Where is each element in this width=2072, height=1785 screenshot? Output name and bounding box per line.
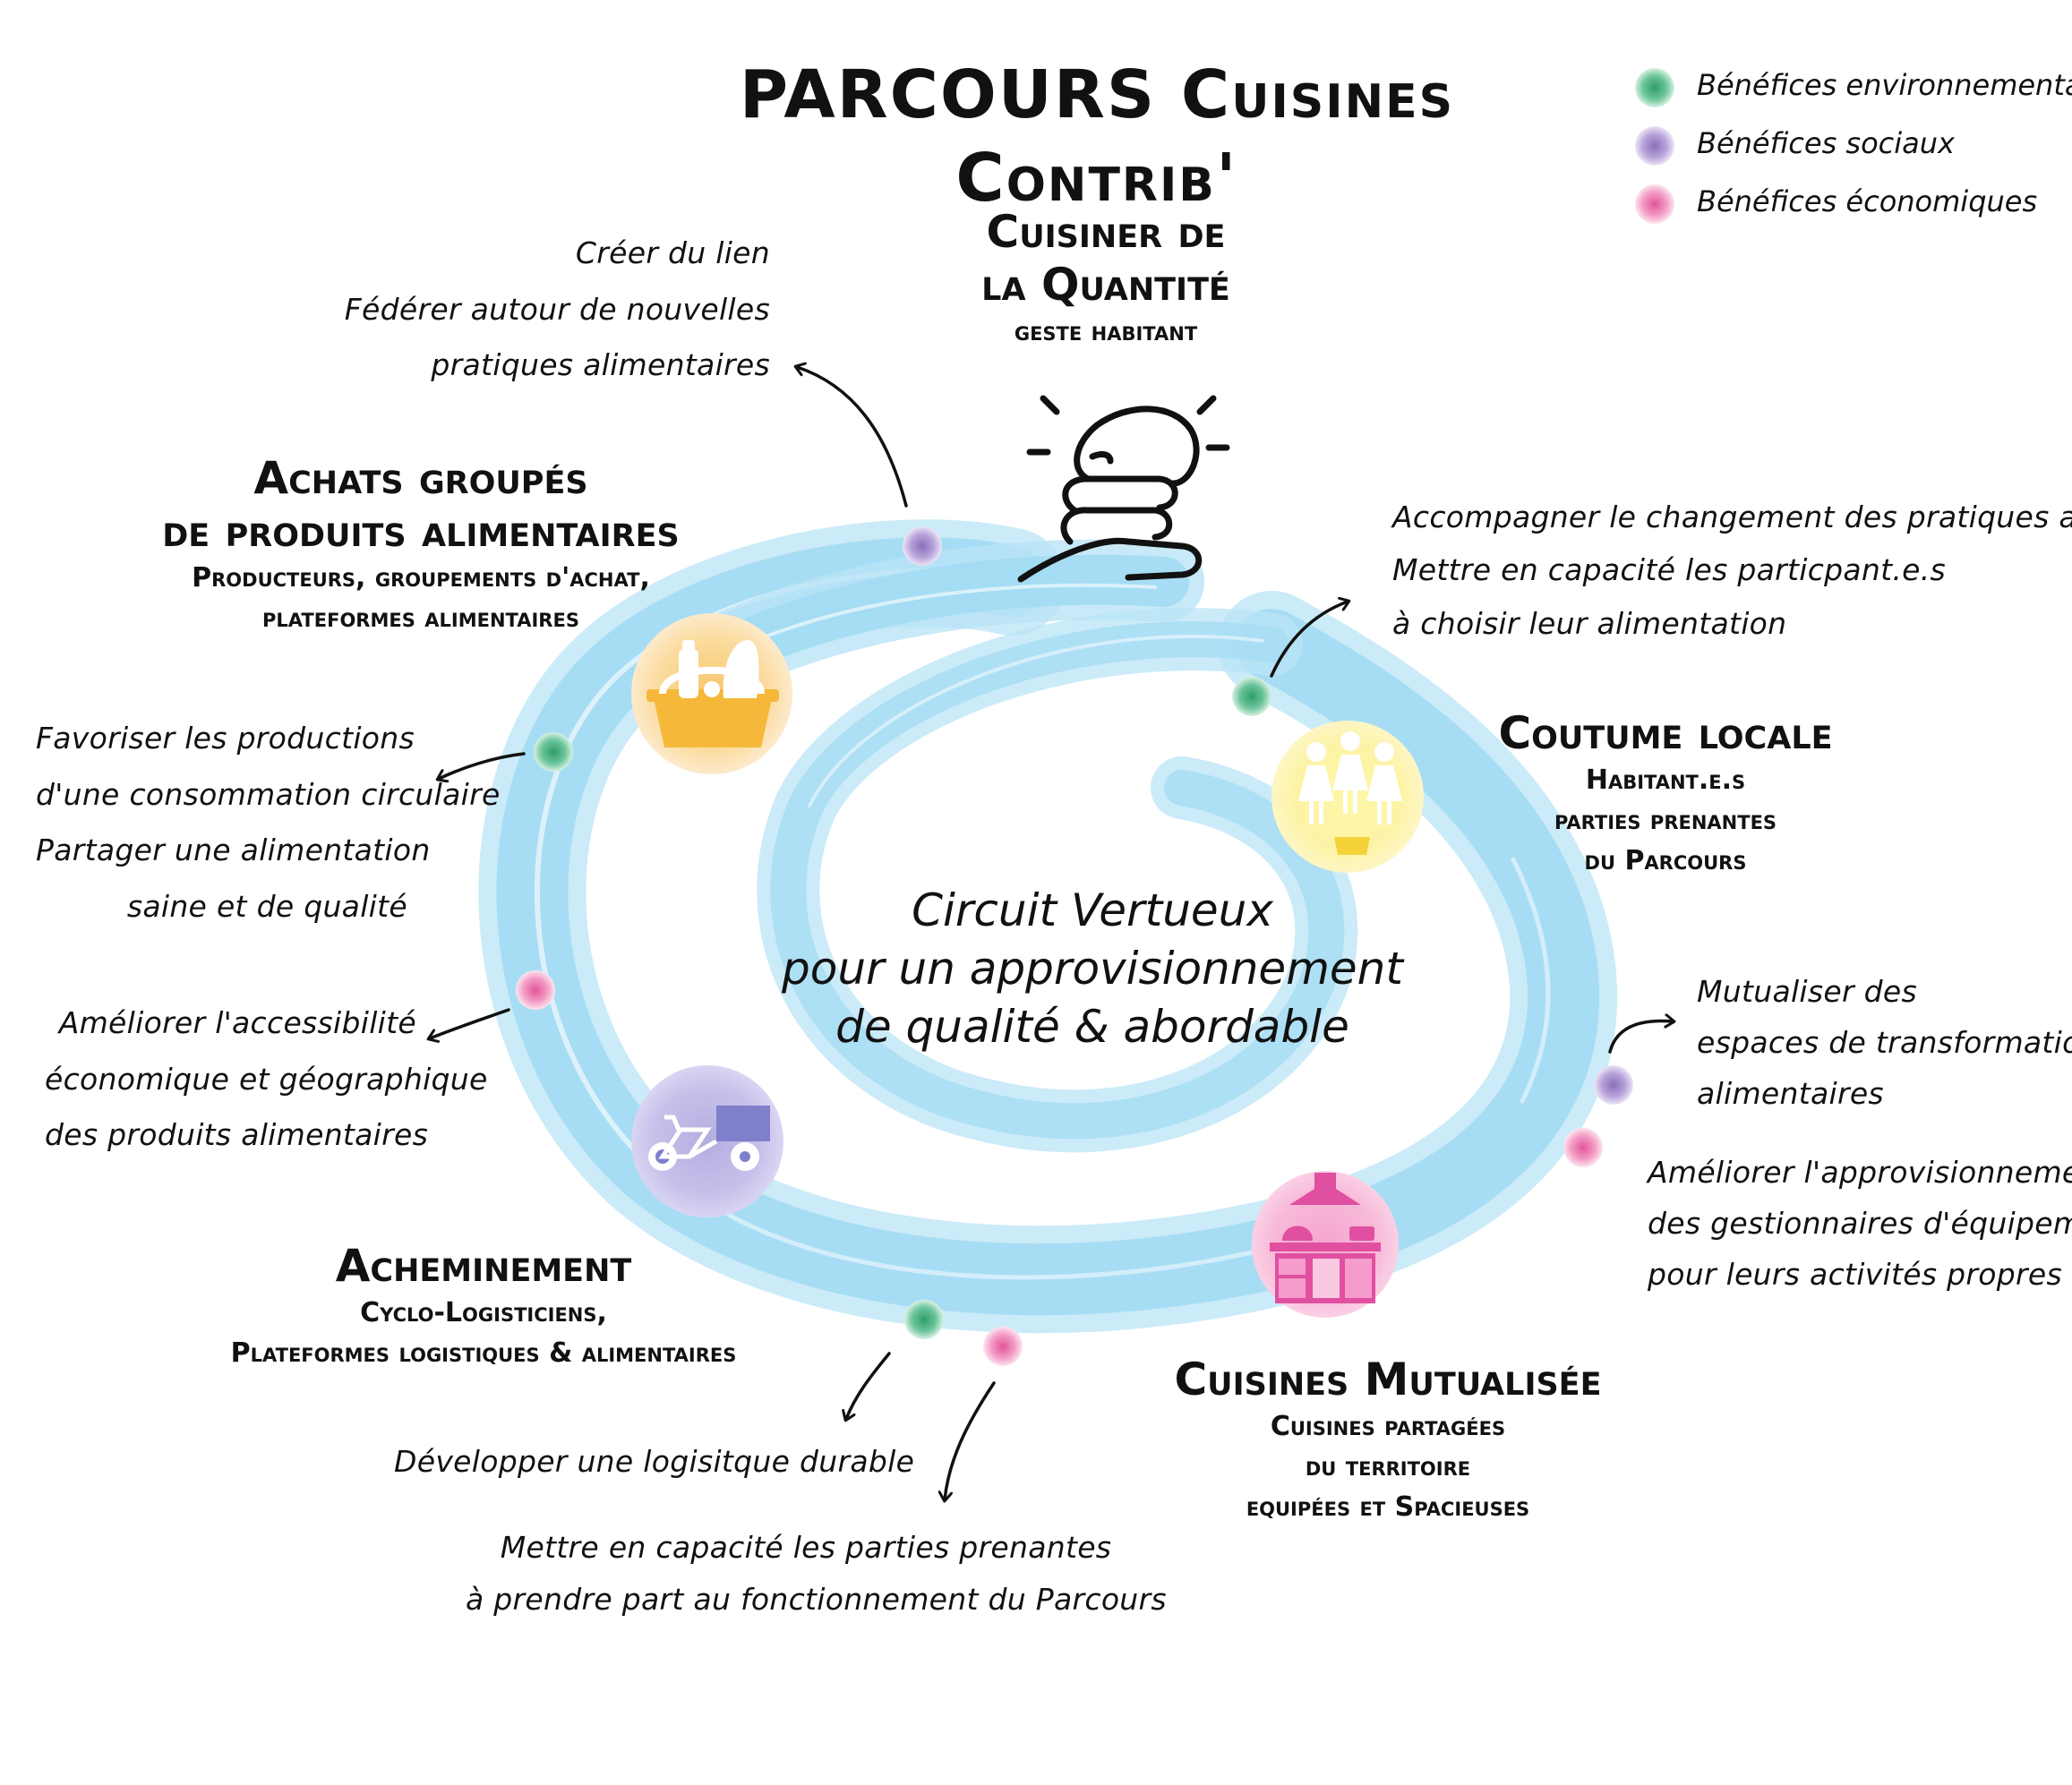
benefit-line: Améliorer l'accessibilité [58, 1005, 416, 1040]
women-station-icon [1271, 721, 1424, 873]
benefit-line: pour leurs activités propres [1648, 1256, 2062, 1292]
benefit-line: à prendre part au fonctionnement du Parc… [466, 1581, 1167, 1617]
station-title: Acheminement [335, 1240, 632, 1292]
env-benefit-dot [904, 1300, 944, 1339]
legend-item-env: Bénéfices environnementaux [1697, 68, 2072, 102]
benefit-logistique: Développer une logisitque durable [394, 1443, 915, 1480]
station-subtitle: parties prenantes [1554, 805, 1777, 836]
station-title: la Quantité [981, 259, 1230, 311]
benefit-line: des produits alimentaires [45, 1117, 429, 1153]
benefit-line: Accompagner le changement des pratiques … [1392, 500, 2072, 534]
benefit-line: Mettre en capacité les particpant.e.s [1392, 552, 1947, 588]
pink-dot-icon [1635, 184, 1674, 224]
arrow-to-ameliorer-access [430, 1008, 510, 1038]
eco-benefit-dot [983, 1327, 1023, 1366]
benefit-favoriser: Favoriser les productions d'une consomma… [36, 711, 501, 935]
social-benefit-dot [903, 526, 942, 566]
benefit-mutualiser: Mutualiser des espaces de transformation… [1697, 967, 2072, 1119]
center-line: de qualité & abordable [835, 1001, 1349, 1053]
env-benefit-dot [1232, 677, 1271, 716]
benefit-line: Développer une logisitque durable [394, 1444, 915, 1479]
station-title: Cuisines Mutualisée [1174, 1354, 1602, 1405]
benefit-capacite: Mettre en capacité les parties prenantes… [466, 1522, 1167, 1626]
purple-dot-icon [1635, 126, 1674, 166]
benefit-line: Favoriser les productions [36, 721, 415, 756]
basket-station-icon [631, 613, 792, 774]
benefit-line: des gestionnaires d'équipement [1648, 1205, 2072, 1241]
station-subtitle: Cuisines partagées [1270, 1411, 1506, 1442]
station-subtitle: Cyclo-Logisticiens, [360, 1297, 607, 1328]
station-title: Achats groupés [253, 452, 588, 504]
benefit-line: Améliorer l'approvisionnement [1648, 1155, 2072, 1190]
station-achats: Achats groupés de produits alimentaires … [63, 452, 779, 638]
benefit-accompagner: Accompagner le changement des pratiques … [1392, 491, 2072, 650]
legend-label: Bénéfices économiques [1697, 184, 2038, 218]
station-subtitle: Habitant.e.s [1585, 764, 1746, 796]
station-subtitle: plateformes alimentaires [262, 602, 579, 634]
eco-benefit-dot [516, 970, 555, 1010]
benefit-line: d'une consommation circulaire [36, 776, 501, 812]
center-line: pour un approvisionnement [782, 943, 1403, 995]
benefit-line: Créer du lien [575, 235, 770, 270]
legend-item-social: Bénéfices sociaux [1697, 126, 1955, 160]
benefit-line: à choisir leur alimentation [1392, 605, 1787, 641]
station-subtitle: Plateformes logistiques & alimentaires [230, 1337, 737, 1369]
arrow-to-favoriser [439, 752, 526, 779]
station-mutualisee: Cuisines Mutualisée Cuisines partagées d… [1110, 1354, 1665, 1527]
cargo-bike-station-icon [631, 1065, 783, 1217]
arrow-to-logistique [846, 1352, 891, 1419]
station-subtitle: geste habitant [1014, 316, 1198, 347]
env-benefit-dot [534, 732, 573, 772]
benefit-line: économique et géographique [45, 1061, 488, 1097]
center-label: Circuit Vertueux pour un approvisionneme… [770, 882, 1415, 1056]
legend-label: Bénéfices environnementaux [1697, 68, 2072, 102]
station-acheminement: Acheminement Cyclo-Logisticiens, Platefo… [143, 1240, 824, 1373]
page-title: PARCOURS Cuisines Contrib' [739, 56, 1455, 217]
arrow-to-lien [797, 367, 908, 508]
benefit-line: pratiques alimentaires [431, 347, 770, 383]
benefit-line: alimentaires [1697, 1075, 1884, 1111]
social-benefit-dot [1594, 1065, 1633, 1105]
benefit-line: Mutualiser des [1697, 974, 1917, 1009]
benefit-ameliorer-appro: Améliorer l'approvisionnement des gestio… [1648, 1148, 2072, 1300]
benefit-line: saine et de qualité [126, 889, 407, 925]
eco-benefit-dot [1563, 1128, 1603, 1167]
station-title: Cuisiner de [986, 206, 1226, 258]
station-title: de produits alimentaires [162, 505, 680, 557]
station-subtitle: equipées et Spacieuses [1246, 1491, 1530, 1523]
arrow-to-capacite [945, 1381, 996, 1499]
green-dot-icon [1635, 68, 1674, 107]
station-cuisiner: Cuisiner de la Quantité geste habitant [904, 206, 1307, 352]
station-subtitle: Producteurs, groupements d'achat, [192, 562, 650, 594]
swirl-top-band [667, 539, 1204, 703]
legend-label: Bénéfices sociaux [1697, 126, 1955, 160]
benefit-line: Partager une alimentation [36, 833, 431, 868]
legend-item-eco: Bénéfices économiques [1697, 184, 2037, 218]
center-line: Circuit Vertueux [912, 884, 1273, 936]
station-subtitle: du Parcours [1584, 845, 1747, 876]
station-coutume: Coutume locale Habitant.e.s parties pren… [1424, 707, 1907, 881]
arrow-to-accompagner [1270, 602, 1348, 678]
benefit-line: Mettre en capacité les parties prenantes [500, 1530, 1112, 1565]
station-title: Coutume locale [1498, 707, 1833, 759]
hand-food-icon [1017, 395, 1230, 583]
kitchen-station-icon [1252, 1171, 1399, 1318]
benefit-ameliorer-access: Améliorer l'accessibilité économique et … [45, 995, 488, 1164]
swirl-inner [757, 608, 1358, 1153]
benefit-line: espaces de transformation [1697, 1024, 2072, 1060]
benefit-lien: Créer du lien Fédérer autour de nouvelle… [313, 226, 770, 394]
benefit-line: Fédérer autour de nouvelles [344, 291, 770, 327]
station-subtitle: du territoire [1305, 1451, 1471, 1482]
arrow-to-mutualiser [1608, 1021, 1673, 1054]
